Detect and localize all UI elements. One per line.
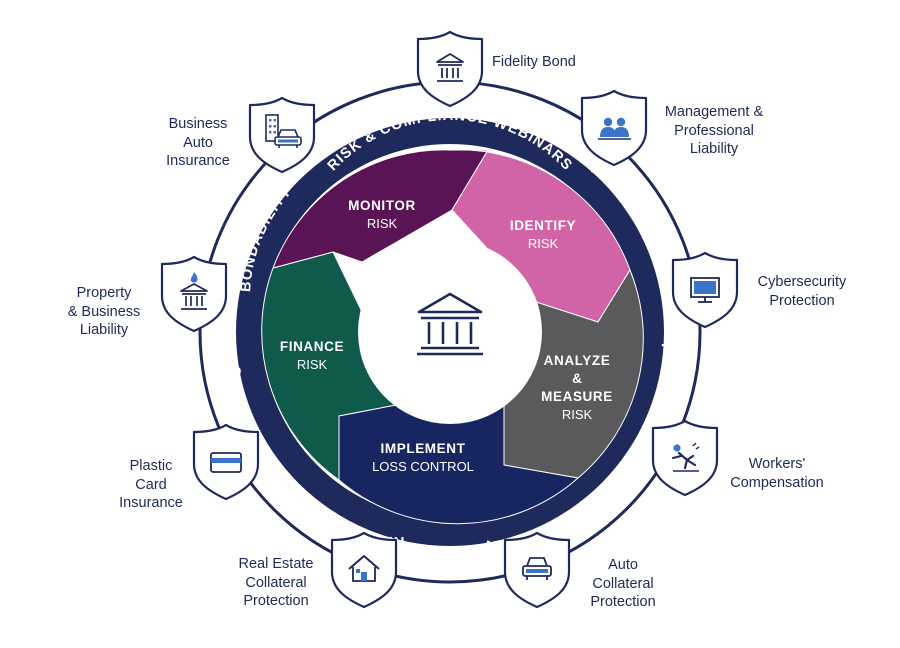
falling-person-icon: [672, 442, 700, 472]
monitor-title: MONITOR: [348, 198, 416, 213]
shield-business-auto: [248, 96, 316, 174]
label-business-auto: Business Auto Insurance: [166, 116, 230, 169]
label-cybersecurity: Cybersecurity Protection: [757, 274, 847, 309]
measure-title: MEASURE: [541, 389, 613, 404]
identify-title: IDENTIFY: [510, 218, 576, 233]
house-icon: [348, 555, 380, 582]
shield-plastic-card: [192, 423, 260, 501]
people-icon: [598, 117, 631, 140]
shield-cyber: [671, 251, 739, 329]
bank-icon: [436, 53, 464, 82]
credit-card-icon: [210, 452, 242, 473]
implement-subtitle: LOSS CONTROL: [372, 459, 474, 474]
analyze-ampersand: &: [572, 371, 582, 386]
finance-subtitle: RISK: [297, 357, 328, 372]
label-workers-compensation: Workers' Compensation: [730, 456, 824, 491]
identify-subtitle: RISK: [528, 236, 559, 251]
shield-auto-collateral: [503, 531, 571, 609]
monitor-subtitle: RISK: [367, 216, 398, 231]
shield-fidelity: [416, 30, 484, 108]
shield-management: [580, 89, 648, 167]
shield-real-estate: [330, 531, 398, 609]
monitor-icon: [690, 277, 720, 303]
implement-title: IMPLEMENT: [381, 441, 466, 456]
burning-bank-icon: [180, 272, 208, 310]
shield-property: [160, 255, 228, 333]
label-fidelity-bond: Fidelity Bond: [492, 54, 576, 70]
segment-implement: [338, 401, 579, 525]
building-car-icon: [265, 114, 302, 148]
label-real-estate-collateral: Real Estate Collateral Protection: [238, 556, 314, 609]
analyze-title: ANALYZE: [544, 353, 611, 368]
finance-title: FINANCE: [280, 339, 344, 354]
center-hub: [358, 240, 542, 424]
label-plastic-card: Plastic Card Insurance: [119, 458, 183, 511]
label-management-liability: Management & Professional Liability: [664, 104, 764, 157]
bank-icon: [417, 292, 483, 356]
label-property-liability: Property & Business Liability: [67, 285, 141, 338]
analyze-subtitle: RISK: [562, 407, 593, 422]
car-icon: [522, 557, 552, 580]
shield-workers: [651, 419, 719, 497]
label-auto-collateral: Auto Collateral Protection: [590, 557, 656, 610]
